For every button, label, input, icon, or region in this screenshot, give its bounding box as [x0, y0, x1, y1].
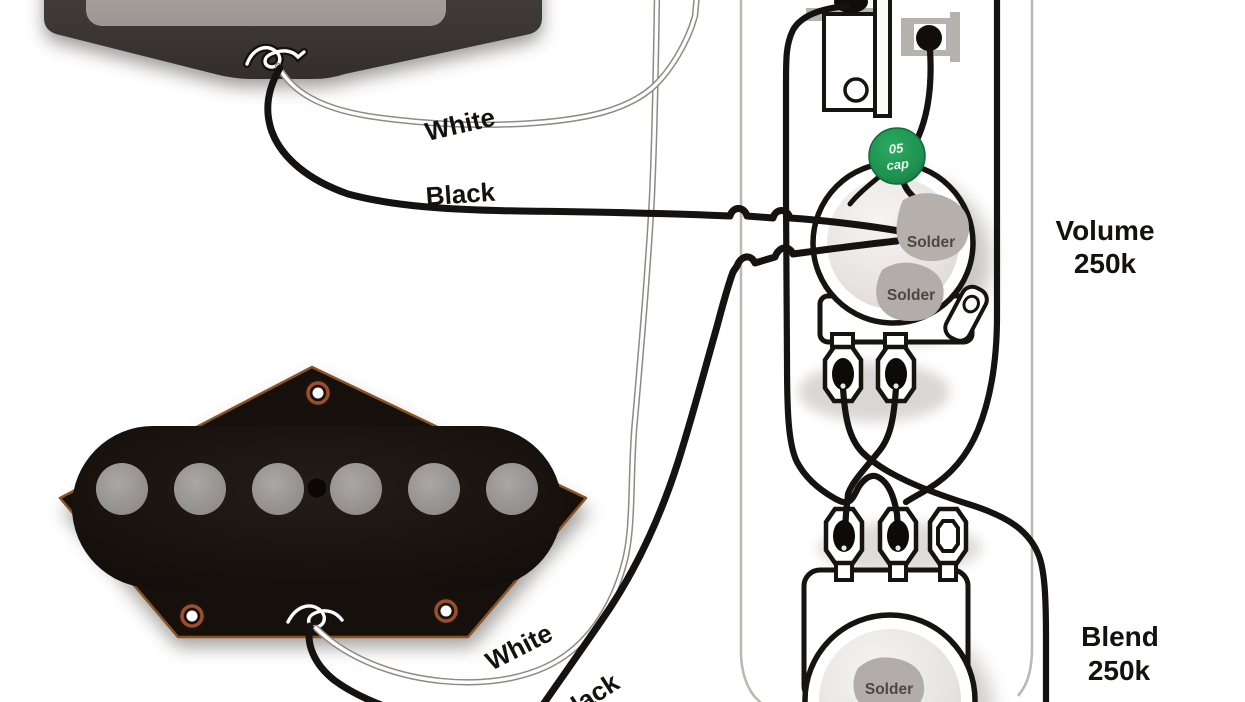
volume-solder-blob-top [896, 193, 970, 262]
volume-solder-blob-bottom [876, 262, 944, 322]
bridge-black-wire-down [305, 622, 384, 702]
bridge-black-wire-up [540, 237, 901, 702]
blend-pot-value: 250k [1088, 655, 1151, 686]
volume-pot-value: 250k [1074, 248, 1137, 279]
bridge-pickup-bobbin [72, 426, 562, 588]
selector-switch [806, 0, 960, 118]
control-plate-left-edge [739, 0, 762, 702]
volume-pot-name: Volume [1055, 215, 1154, 246]
bridge-pickup [58, 365, 588, 639]
lug-terminals [832, 358, 909, 552]
switch-bracket-right-cap [950, 12, 960, 62]
bridge-pole-pieces [96, 463, 538, 515]
capacitor-lead [847, 173, 883, 207]
capacitor: 05 cap [868, 127, 926, 185]
switch-blade [873, 0, 892, 118]
volume-ground-lug [943, 284, 989, 343]
bridge-center-dot [307, 478, 327, 498]
switch-mount-hole [843, 77, 869, 103]
neck-black-label: Black [425, 177, 497, 212]
capacitor-body [868, 127, 926, 185]
neck-pickup-wire-hook [243, 43, 308, 72]
capacitor-unit: cap [886, 156, 910, 173]
bridge-screw-hole-top [304, 379, 332, 407]
blend-solder-blob [853, 657, 925, 702]
neck-pickup [44, 0, 542, 79]
control-plate-right-edge [1016, 0, 1034, 697]
blend-pot-name: Blend [1081, 621, 1159, 652]
switch-lug-right [916, 25, 942, 51]
capacitor-value: 05 [888, 140, 905, 157]
volume-lugs-shadow [798, 362, 950, 422]
switch-to-blend-wire [782, 2, 902, 534]
bridge-screw-hole-bottom-left [178, 602, 206, 630]
solder-joints: Solder Solder Solder [853, 193, 970, 702]
hookup-wires [264, 0, 1050, 702]
neck-white-wire [274, 0, 700, 128]
neck-pickup-cover [86, 0, 446, 26]
neck-black-wire [264, 64, 903, 235]
blend-solder-label: Solder [865, 681, 913, 698]
volume-solder-label-top: Solder [907, 234, 955, 251]
right-side-wire [902, 0, 1001, 506]
neck-white-label: White [422, 102, 498, 147]
volume-to-output-wire [839, 384, 1050, 702]
blend-lug-right-hole [936, 519, 960, 553]
bridge-white-wire [312, 0, 661, 686]
volume-to-blend-wire [841, 384, 900, 534]
control-plate [739, 0, 1034, 702]
bridge-screw-hole-bottom-right [432, 597, 460, 625]
volume-solder-label-bottom: Solder [887, 287, 935, 304]
